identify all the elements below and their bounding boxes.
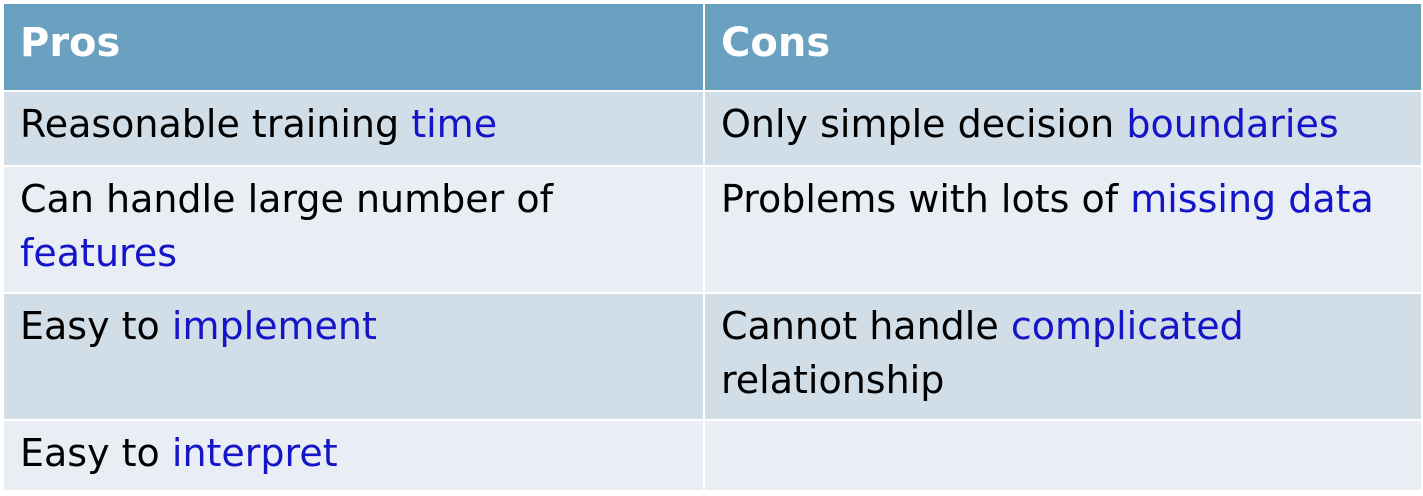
cons-cell-3: Cannot handle complicated relationship	[705, 294, 1421, 419]
pros-text-1: Reasonable training	[20, 102, 412, 146]
cons-cell-4	[705, 421, 1421, 490]
pros-text-2: Can handle large number of	[20, 177, 553, 221]
cons-text-3: Cannot handle	[721, 304, 1011, 348]
pros-cell-4: Easy to interpret	[4, 421, 703, 490]
cons-highlight-2: missing data	[1130, 177, 1374, 221]
pros-highlight-4: interpret	[171, 431, 338, 475]
pros-cons-table: Pros Cons Reasonable training time Only …	[4, 4, 1421, 490]
pros-highlight-1: time	[411, 102, 498, 146]
cons-cell-2: Problems with lots of missing data	[705, 167, 1421, 292]
pros-text-3: Easy to	[20, 304, 172, 348]
pros-text-4: Easy to	[20, 431, 172, 475]
cons-cell-1: Only simple decision boundaries	[705, 92, 1421, 165]
cons-text-2: Problems with lots of	[721, 177, 1131, 221]
header-pros: Pros	[4, 4, 703, 90]
header-cons: Cons	[705, 4, 1421, 90]
pros-highlight-3: implement	[171, 304, 377, 348]
cons-highlight-1: boundaries	[1126, 102, 1339, 146]
pros-highlight-2: features	[20, 231, 177, 275]
pros-cell-1: Reasonable training time	[4, 92, 703, 165]
header-pros-label: Pros	[20, 20, 121, 66]
header-cons-label: Cons	[721, 20, 831, 66]
cons-text-1: Only simple decision	[721, 102, 1127, 146]
cons-highlight-3: complicated	[1010, 304, 1244, 348]
cons-tail-3: relationship	[721, 358, 945, 402]
pros-cell-2: Can handle large number of features	[4, 167, 703, 292]
pros-cell-3: Easy to implement	[4, 294, 703, 419]
